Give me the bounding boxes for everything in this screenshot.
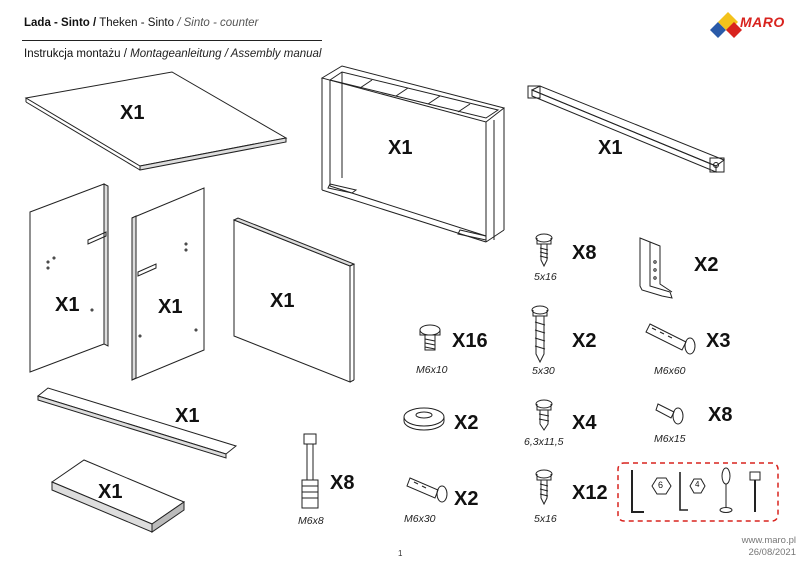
bracket-drawing <box>639 237 673 299</box>
title-de: Theken - Sinto <box>99 17 174 29</box>
rail-drawing <box>527 85 726 173</box>
bolt-m6x15-drawing <box>655 403 684 425</box>
manual-pl: Instrukcja montażu / <box>24 48 127 60</box>
qty-bracket: X2 <box>694 254 719 276</box>
washer-drawing <box>403 407 445 431</box>
qty-washer: X2 <box>454 412 479 434</box>
page-number: 1 <box>398 549 403 558</box>
maro-logo-icon <box>710 12 742 38</box>
label-connector-m6x8: M6x8 <box>298 515 324 527</box>
side-panel-right-drawing <box>131 187 205 381</box>
connector-m6x8-drawing <box>301 433 319 509</box>
hex-key-6-icon <box>631 470 672 513</box>
qty-strip: X1 <box>175 405 200 427</box>
shelf-drawing <box>50 459 186 533</box>
manual-en: / Assembly manual <box>224 48 322 60</box>
tools-box <box>617 462 779 522</box>
footer-date: 26/08/2021 <box>748 547 796 558</box>
qty-side-panel-left: X1 <box>55 294 80 316</box>
header-title: Lada - Sinto / Theken - Sinto / Sinto - … <box>24 17 258 29</box>
wrench-icon <box>749 471 761 512</box>
footer-site: www.maro.pl <box>741 535 796 546</box>
qty-bolt-m6x60: X3 <box>706 330 731 352</box>
qty-side-panel-right: X1 <box>158 296 183 318</box>
qty-bolt-m6x15: X8 <box>708 404 733 426</box>
qty-back-panel: X1 <box>270 290 295 312</box>
header-manual: Instrukcja montażu / Montageanleitung / … <box>24 48 321 60</box>
label-screw-5x30: 5x30 <box>532 365 555 377</box>
label-bolt-m6x60: M6x60 <box>654 365 686 377</box>
back-panel-drawing <box>232 217 356 383</box>
label-bolt-m6x30: M6x30 <box>404 513 436 525</box>
qty-bolt-m6x30: X2 <box>454 488 479 510</box>
logo-text: MARO <box>740 14 785 30</box>
title-en: / Sinto - counter <box>177 17 259 29</box>
qty-frame: X1 <box>388 137 413 159</box>
label-screw-5x16-bottom: 5x16 <box>534 513 557 525</box>
qty-screw-5x30: X2 <box>572 330 597 352</box>
qty-screw-5x16-bottom: X12 <box>572 482 608 504</box>
qty-top-panel: X1 <box>120 102 145 124</box>
frame-drawing <box>320 65 506 243</box>
screw-6-3x11-5-drawing <box>535 399 553 431</box>
hex-key-6-label: 6 <box>658 480 664 490</box>
hex-key-4-icon <box>679 472 706 511</box>
label-screw-5x16-top: 5x16 <box>534 271 557 283</box>
qty-connector-m6x8: X8 <box>330 472 355 494</box>
header-rule <box>22 40 322 41</box>
manual-de: Montageanleitung <box>130 48 222 60</box>
bolt-m6x30-drawing <box>406 477 448 503</box>
side-panel-left-drawing <box>29 183 109 373</box>
qty-rail: X1 <box>598 137 623 159</box>
qty-screw-6-3x11-5: X4 <box>572 412 597 434</box>
hex-key-4-label: 4 <box>695 480 700 489</box>
screw-5x16-bottom-drawing <box>535 469 553 506</box>
screw-5x16-top-drawing <box>535 233 553 268</box>
qty-shelf: X1 <box>98 481 123 503</box>
screwdriver-icon <box>719 467 733 513</box>
screw-5x30-drawing <box>531 305 549 364</box>
top-panel-drawing <box>24 71 288 171</box>
label-screw-6-3x11-5: 6,3x11,5 <box>524 436 564 448</box>
qty-bolt-m6x10: X16 <box>452 330 488 352</box>
strip-drawing <box>36 387 238 459</box>
bolt-m6x10-drawing <box>419 324 441 351</box>
label-bolt-m6x15: M6x15 <box>654 433 686 445</box>
label-bolt-m6x10: M6x10 <box>416 364 448 376</box>
qty-screw-5x16-top: X8 <box>572 242 597 264</box>
bolt-m6x60-drawing <box>645 323 696 355</box>
title-pl: Lada - Sinto / <box>24 17 97 29</box>
